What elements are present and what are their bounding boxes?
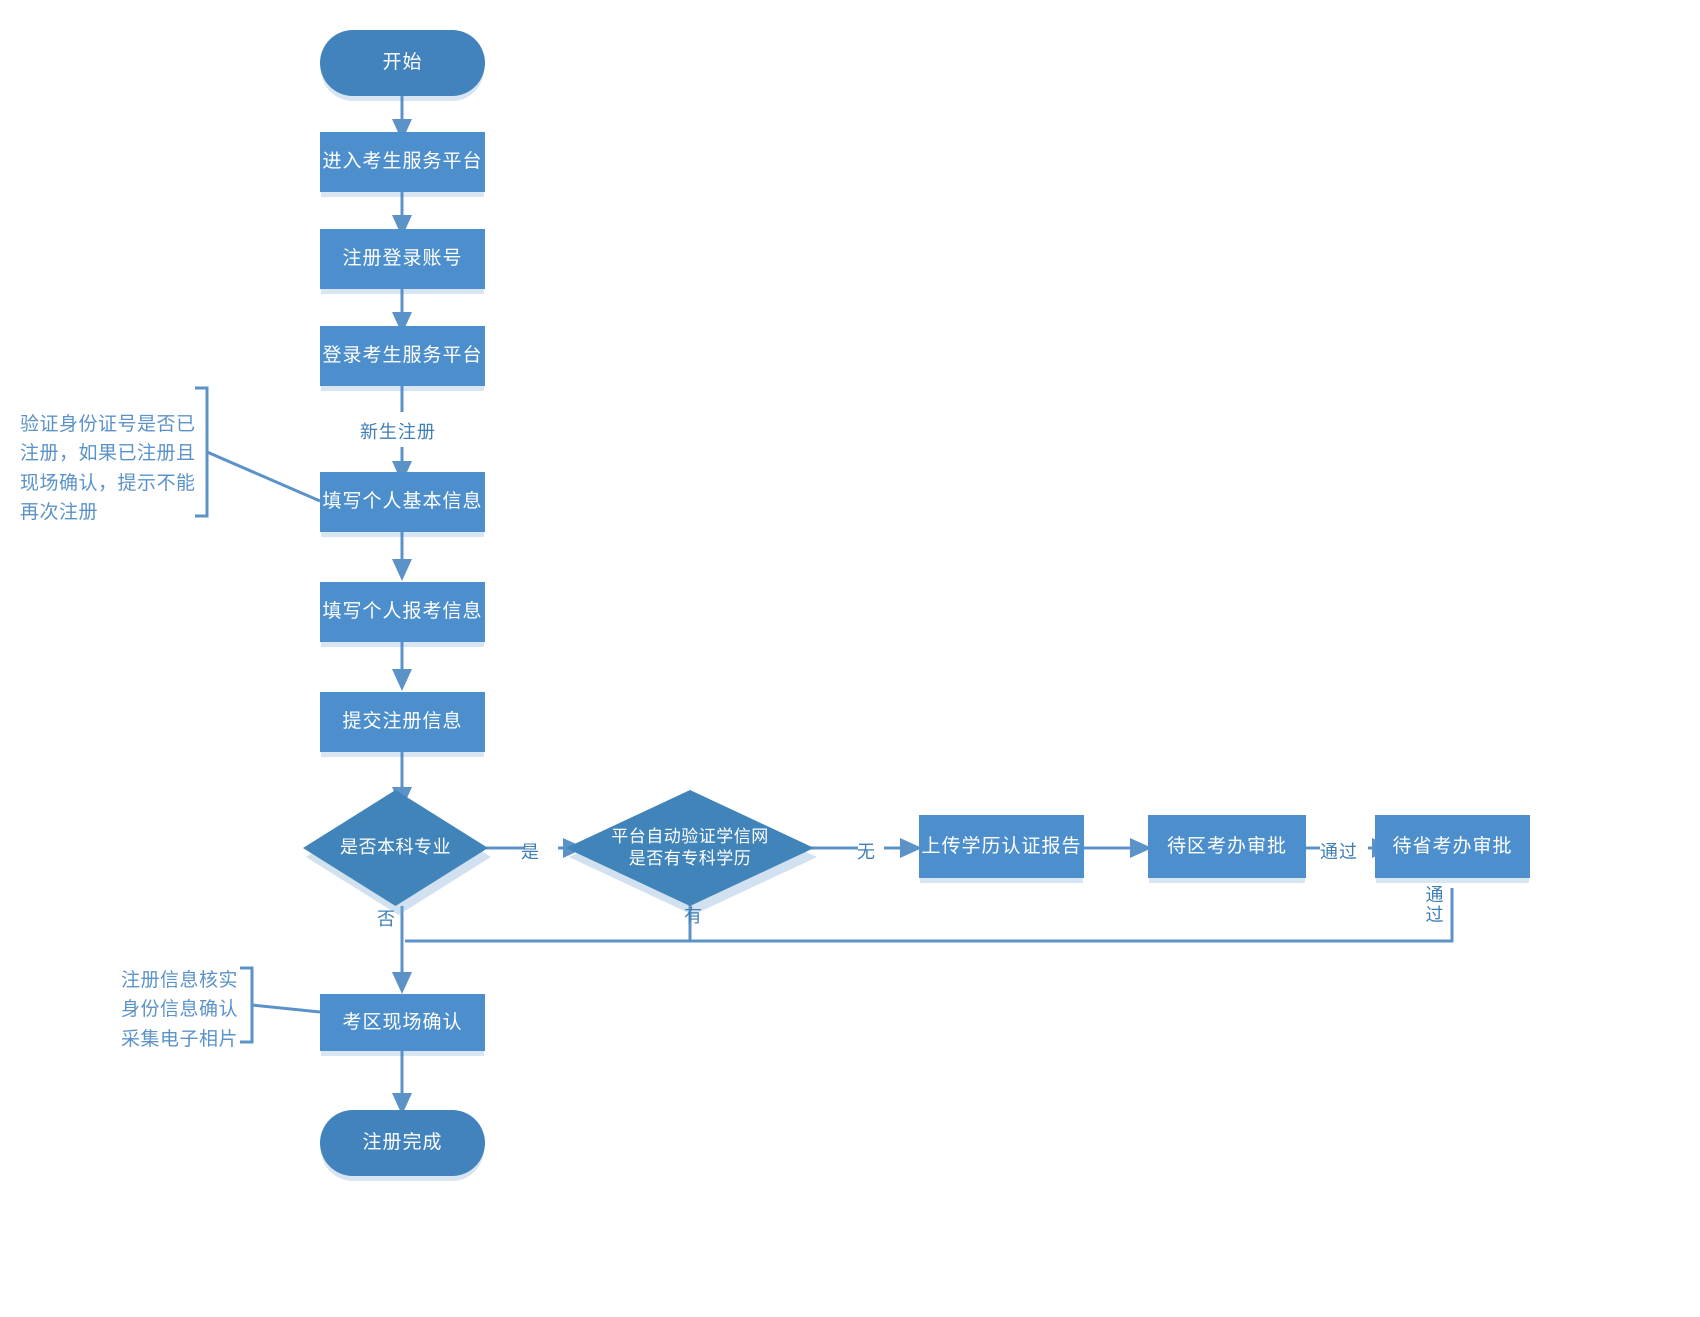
annotation-id-verification: 验证身份证号是否已 注册，如果已注册且 现场确认，提示不能 再次注册 <box>20 414 196 524</box>
node-is-bachelor-major[interactable]: 是否本科专业 <box>303 790 491 915</box>
node-fill-basic-info[interactable]: 填写个人基本信息 <box>320 472 485 532</box>
edge-label-has: 有 <box>684 906 703 926</box>
edge-label-yes: 是 <box>521 842 540 862</box>
edge-label-new-student: 新生注册 <box>360 422 436 442</box>
node-register-account[interactable]: 注册登录账号 <box>320 229 485 289</box>
node-start[interactable]: 开始 <box>320 30 485 96</box>
node-onsite-confirmation[interactable]: 考区现场确认 <box>320 994 485 1051</box>
node-upload-certificate-report[interactable]: 上传学历认证报告 <box>919 815 1084 878</box>
edge-label-pass-district: 通过 <box>1320 842 1358 862</box>
node-province-approval[interactable]: 待省考办审批 <box>1375 815 1530 878</box>
edge-label-no: 否 <box>377 909 396 929</box>
node-submit-registration[interactable]: 提交注册信息 <box>320 692 485 752</box>
edge-label-pass-province: 通过 <box>1425 885 1445 926</box>
node-district-approval[interactable]: 待区考办审批 <box>1148 815 1306 878</box>
node-login-platform[interactable]: 登录考生服务平台 <box>320 326 485 386</box>
node-verify-chsi[interactable]: 平台自动验证学信网 是否有专科学历 <box>566 790 817 915</box>
node-registration-complete[interactable]: 注册完成 <box>320 1110 485 1176</box>
node-label: 是否本科专业 <box>340 837 451 858</box>
node-label: 平台自动验证学信网 是否有专科学历 <box>611 826 769 868</box>
node-enter-platform[interactable]: 进入考生服务平台 <box>320 132 485 192</box>
node-fill-exam-info[interactable]: 填写个人报考信息 <box>320 582 485 642</box>
edge-label-none: 无 <box>857 842 876 862</box>
annotation-onsite-steps: 注册信息核实 身份信息确认 采集电子相片 <box>120 970 238 1050</box>
